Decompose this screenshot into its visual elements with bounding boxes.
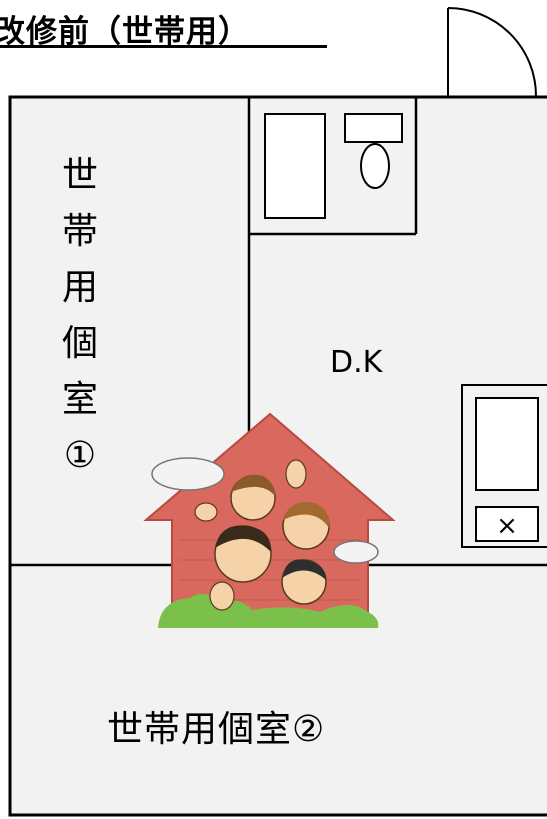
room1-char: 個 bbox=[61, 323, 98, 364]
toilet bbox=[344, 113, 403, 189]
room2-label: 世帯用個室② bbox=[107, 709, 326, 750]
room1-char: 室 bbox=[61, 379, 98, 420]
room1-char: 用 bbox=[61, 267, 98, 308]
entry-door bbox=[447, 7, 547, 99]
room1-char: 帯 bbox=[61, 211, 98, 252]
plan-title: 改修前（世帯用） bbox=[0, 14, 250, 50]
room1-char: ① bbox=[63, 435, 97, 476]
fridge bbox=[475, 397, 539, 491]
family-house-illustration bbox=[143, 412, 396, 628]
washer bbox=[475, 506, 539, 542]
dk-label: D.K bbox=[330, 345, 383, 380]
title-underline bbox=[0, 45, 327, 48]
washer-mark: × bbox=[496, 511, 518, 541]
bathtub bbox=[264, 113, 326, 219]
room1-label: 世 帯 用 個 室 ① bbox=[56, 148, 104, 484]
room1-char: 世 bbox=[61, 155, 98, 196]
